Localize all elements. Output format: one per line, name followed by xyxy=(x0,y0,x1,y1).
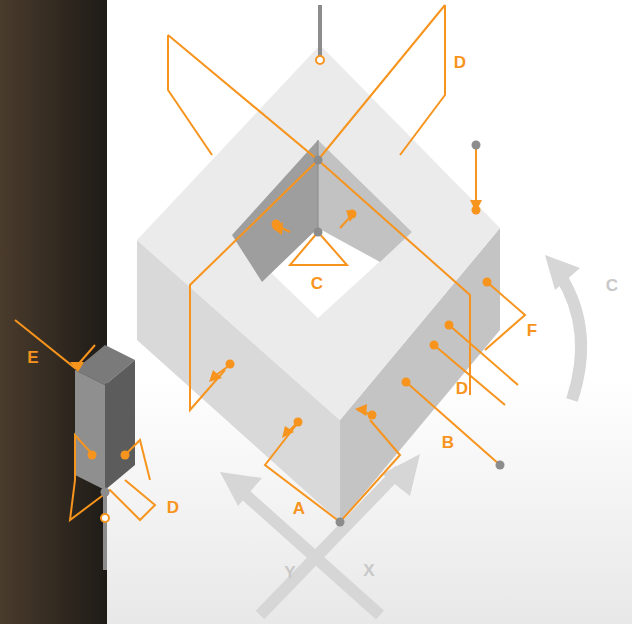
callout-letter: D xyxy=(456,380,468,397)
callout-letter: Y xyxy=(284,564,295,581)
callout-letter: D xyxy=(167,499,179,516)
callout-letter: B xyxy=(442,434,454,451)
callout-letter: A xyxy=(293,500,305,517)
callout-letter: C xyxy=(311,275,323,292)
callout-letter: C xyxy=(606,277,618,294)
callout-letter: X xyxy=(363,562,374,579)
callout-letter: D xyxy=(454,54,466,71)
callout-letter: E xyxy=(27,349,38,366)
callout-letter: F xyxy=(527,322,537,339)
